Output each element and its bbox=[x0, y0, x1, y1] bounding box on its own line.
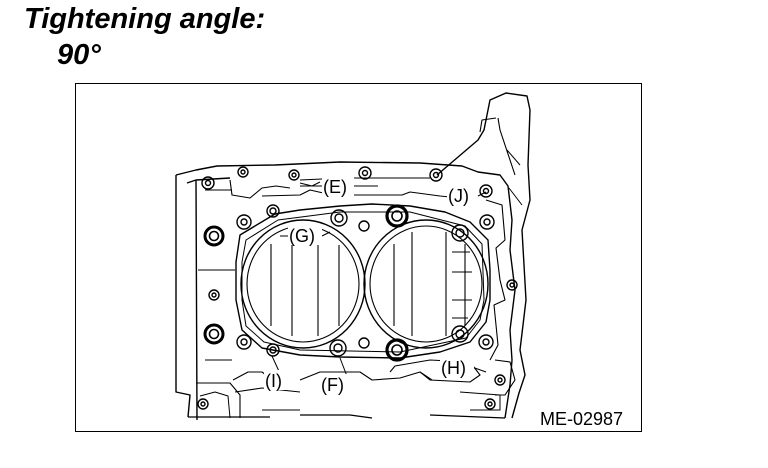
label-i: (I) bbox=[265, 371, 282, 391]
bolt-left-upper bbox=[203, 225, 225, 247]
bolt-center-lower bbox=[385, 338, 409, 362]
upper-housing-outline bbox=[436, 92, 531, 419]
label-e: (E) bbox=[323, 177, 347, 197]
bolt-center-upper bbox=[385, 204, 409, 228]
bolt-f bbox=[329, 339, 347, 357]
bolt-h bbox=[451, 325, 469, 343]
label-f: (F) bbox=[321, 375, 344, 395]
bolt-g bbox=[266, 204, 280, 218]
figure-frame bbox=[75, 83, 642, 432]
cylinder-bore-left bbox=[240, 219, 366, 349]
label-h: (H) bbox=[441, 358, 466, 378]
label-g: (G) bbox=[289, 226, 315, 246]
gasket-outline bbox=[235, 203, 491, 359]
tightening-angle-value: 90° bbox=[57, 39, 101, 71]
bolt-left-lower bbox=[203, 323, 225, 345]
tightening-angle-heading: Tightening angle: bbox=[24, 3, 266, 35]
block-outline bbox=[175, 161, 516, 419]
figure-code: ME-02987 bbox=[540, 409, 623, 429]
bolt-e bbox=[330, 209, 348, 227]
label-j: (J) bbox=[448, 186, 469, 206]
cylinder-bore-right bbox=[363, 219, 489, 349]
bolt-j bbox=[451, 224, 469, 242]
